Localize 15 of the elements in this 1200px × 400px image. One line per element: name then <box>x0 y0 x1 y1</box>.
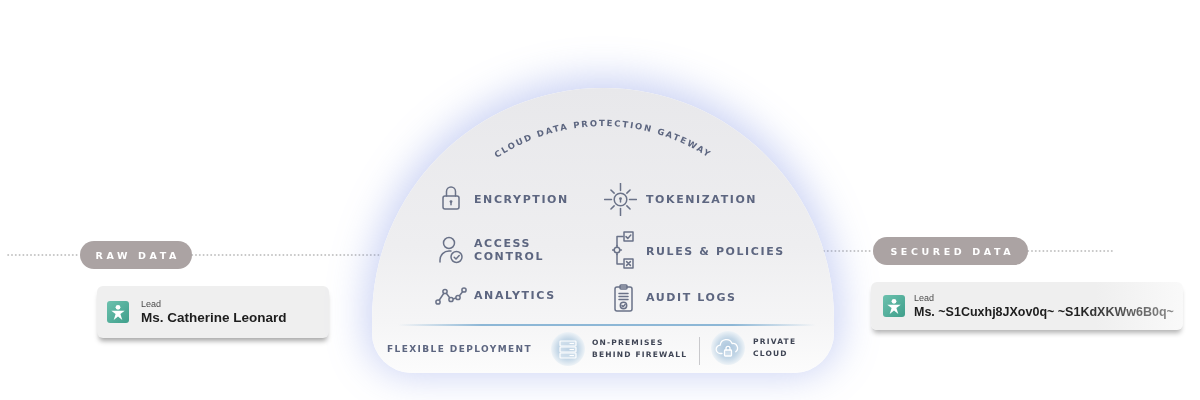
feature-label: ANALYTICS <box>474 288 556 302</box>
feature-label: AUDIT LOGS <box>646 290 737 304</box>
record-card <box>97 286 329 338</box>
record-type-text: Lead <box>914 293 935 304</box>
stage-pill: SECURED DATA <box>873 237 1028 265</box>
deployment-heading: FLEXIBLE DEPLOYMENT <box>387 344 533 354</box>
stage-pill: RAW DATA <box>80 241 192 269</box>
feature-label: ENCRYPTION <box>474 192 569 206</box>
record-type-text: Lead <box>141 299 162 310</box>
record-card <box>871 282 1183 330</box>
feature-label: ACCESS CONTROL <box>474 237 546 263</box>
record-name-text: Ms. ~S1Cuxhj8JXov0q~ ~S1KdXKWw6B0q~ <box>914 304 1174 320</box>
record-name-text: Ms. Catherine Leonard <box>141 310 287 326</box>
feature-label: RULES & POLICIES <box>646 244 785 258</box>
feature-label: TOKENIZATION <box>646 192 758 206</box>
